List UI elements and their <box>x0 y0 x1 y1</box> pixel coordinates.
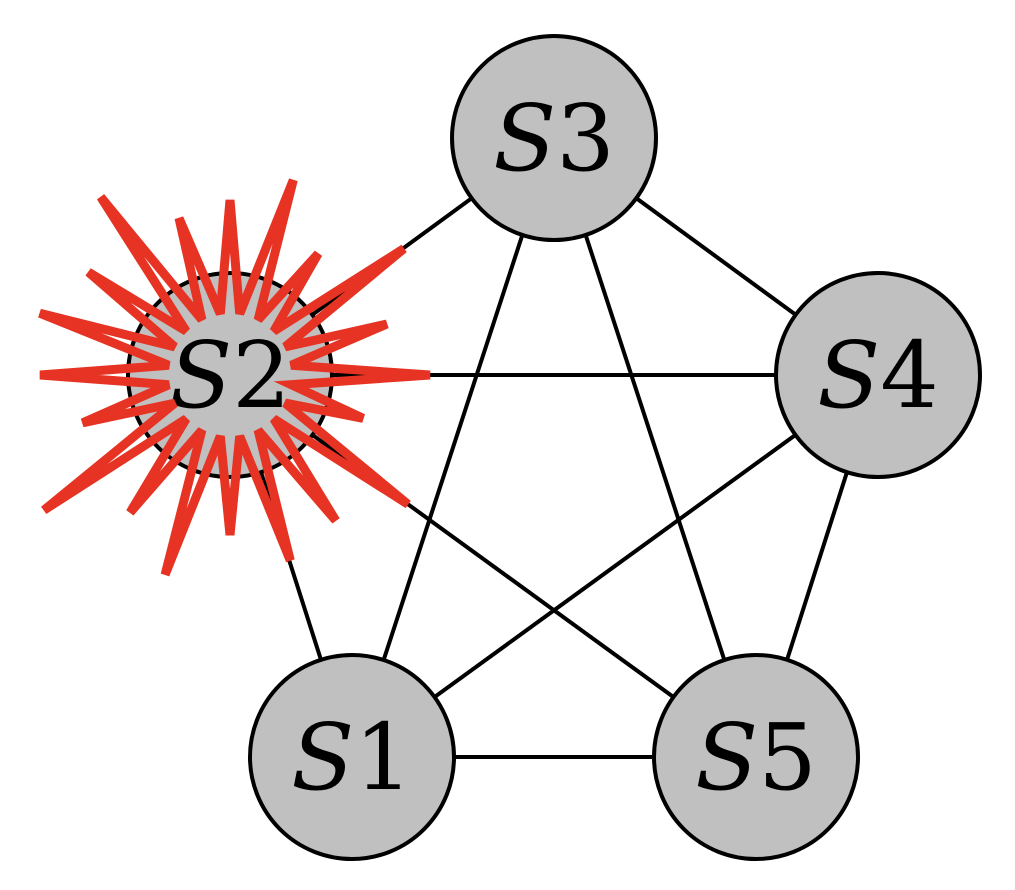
starburst-icon <box>38 178 431 577</box>
node-label-number: 1 <box>354 704 413 811</box>
edge-s1-s3 <box>350 137 556 758</box>
node-s1: S1 <box>248 653 456 861</box>
node-label-number: 4 <box>880 322 939 429</box>
node-label-s4: S4 <box>817 322 939 429</box>
node-circle <box>248 653 456 861</box>
node-label-variable: S <box>817 322 880 429</box>
node-label-s3: S3 <box>493 85 615 192</box>
node-label-variable: S <box>493 85 556 192</box>
edge-s3-s5 <box>552 137 758 758</box>
starburst-layer <box>38 178 431 577</box>
edge-s1-s4 <box>350 373 880 759</box>
node-label-s5: S5 <box>695 704 817 811</box>
node-label-s2: S2 <box>169 322 291 429</box>
node-s4: S4 <box>774 271 982 479</box>
node-label-s1: S1 <box>291 704 413 811</box>
node-s2: S2 <box>126 271 334 479</box>
node-label-variable: S <box>291 704 354 811</box>
node-label-variable: S <box>169 322 232 429</box>
node-s5: S5 <box>652 653 860 861</box>
edge-s2-s5 <box>228 373 758 759</box>
node-circle <box>450 34 658 242</box>
node-s3: S3 <box>450 34 658 242</box>
node-label-number: 2 <box>232 322 291 429</box>
node-circle <box>774 271 982 479</box>
node-label-number: 5 <box>758 704 817 811</box>
node-label-variable: S <box>695 704 758 811</box>
node-label-number: 3 <box>556 85 615 192</box>
node-circle <box>652 653 860 861</box>
